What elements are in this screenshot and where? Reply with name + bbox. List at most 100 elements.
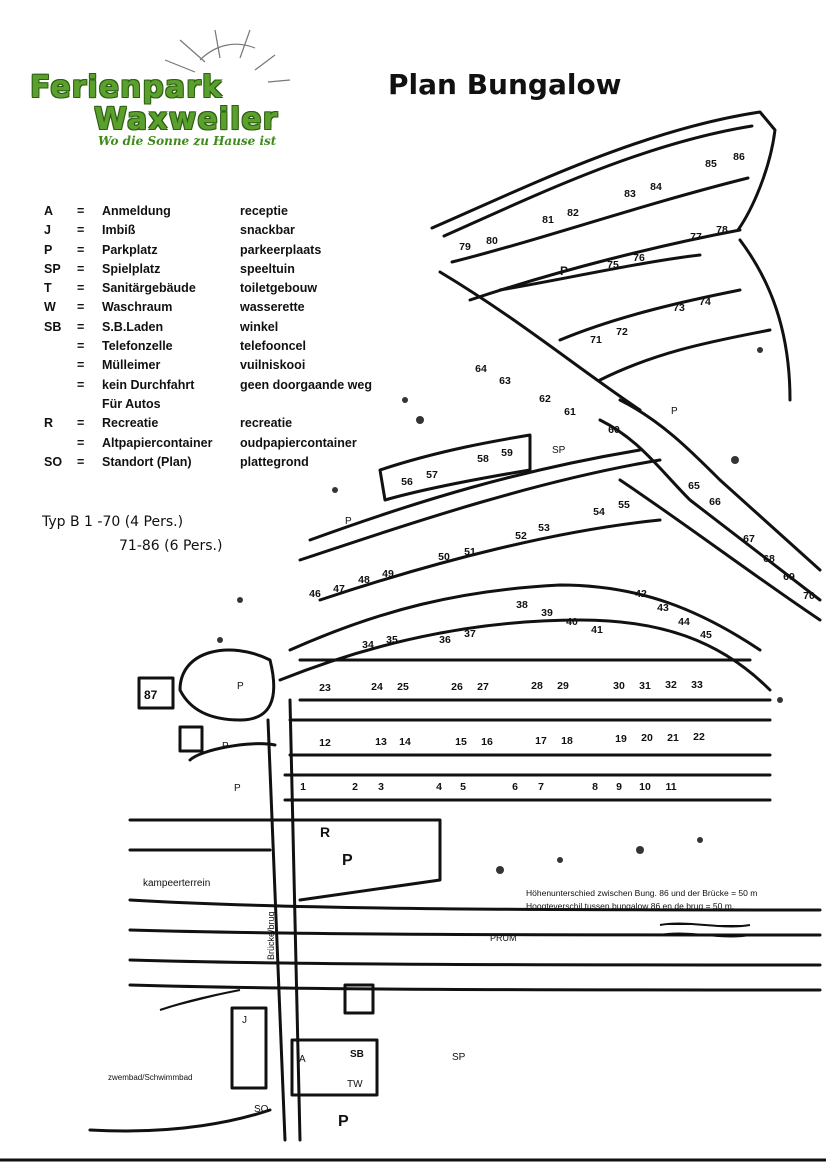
bungalow-number: 74 (699, 296, 711, 308)
bungalow-number: 47 (333, 583, 345, 595)
legend-code: R (44, 416, 54, 431)
legend-equals: = (77, 242, 85, 257)
bungalow-number: 83 (624, 188, 636, 200)
bungalow-number: 49 (382, 568, 394, 580)
bungalow-number: 27 (477, 681, 489, 693)
parking-label: P (671, 406, 678, 417)
bungalow-number: 58 (477, 453, 489, 465)
parking-label: P (237, 681, 244, 692)
bungalow-number: 72 (616, 326, 628, 338)
bungalow-number: 78 (716, 224, 728, 236)
bungalow-number: 63 (499, 375, 511, 387)
height-note-nl: Hoogteverschil tussen bungalow 86 en de … (526, 901, 735, 911)
bungalow-number: 8 (592, 781, 598, 793)
bungalow-number: 15 (455, 736, 467, 748)
bungalow-number: 20 (641, 732, 653, 744)
legend-dutch: geen doorgaande weg (240, 377, 372, 392)
bungalow-number: 2 (352, 781, 358, 793)
bungalow-number: 67 (743, 533, 755, 545)
legend-code: SO (44, 454, 63, 469)
legend-code: T (44, 281, 52, 296)
bungalow-number: 81 (542, 214, 554, 226)
legend-german: Recreatie (102, 416, 159, 431)
bungalow-types-line2: 71-86 (6 Pers.) (119, 538, 223, 554)
bungalow-number: 40 (566, 616, 578, 628)
bungalow-number: 10 (639, 781, 651, 793)
legend-german: Standort (Plan) (102, 454, 192, 469)
bungalow-number: 42 (635, 588, 647, 600)
bungalow-number: 32 (665, 679, 677, 691)
map-location-label: SO (254, 1104, 269, 1115)
bungalow-number: 28 (531, 680, 543, 692)
park-logo: Ferienpark Waxweiler Wo die Sonne zu Hau… (30, 30, 300, 155)
camping-label: kampeerterrein (143, 878, 211, 889)
legend-equals: = (77, 281, 85, 296)
bungalow-number: 45 (700, 629, 712, 641)
bungalow-number: 9 (616, 781, 622, 793)
bungalow-number: 44 (678, 616, 690, 628)
bungalow-number: 7 (538, 781, 544, 793)
bungalow-number: 19 (615, 733, 627, 745)
legend-code: A (44, 204, 54, 218)
legend-dutch: snackbar (240, 223, 295, 238)
legend-dutch: recreatie (240, 416, 293, 431)
legend-code: P (44, 242, 53, 257)
height-note-de: Höhenunterschied zwischen Bung. 86 und d… (526, 888, 758, 898)
bungalow-number: 52 (515, 530, 527, 542)
parking-label: P (345, 516, 352, 527)
swimming-pool-label: zwembad/Schwimmbad (108, 1073, 193, 1082)
bungalow-number: 56 (401, 476, 413, 488)
bungalow-number: 77 (690, 231, 702, 243)
bungalow-number: 41 (591, 624, 603, 636)
legend-code: W (44, 300, 56, 315)
bungalow-number: 85 (705, 158, 717, 170)
bungalow-number: 70 (803, 590, 815, 602)
bungalow-number: 36 (439, 634, 451, 646)
legend-code: SP (44, 261, 61, 276)
bungalow-number: 1 (300, 781, 306, 793)
legend-dutch: speeltuin (240, 261, 295, 276)
logo-tagline: Wo die Sonne zu Hause ist (98, 134, 277, 148)
recreation-label: R (320, 824, 331, 840)
bungalow-number: 59 (501, 447, 513, 459)
bungalow-number: 39 (541, 607, 553, 619)
legend-german: Spielplatz (102, 261, 161, 276)
legend-equals: = (77, 300, 85, 315)
legend-dutch: winkel (240, 319, 279, 334)
bungalow-number: 71 (590, 334, 602, 346)
bungalow-number: 14 (399, 736, 411, 748)
bungalow-number: 13 (375, 736, 387, 748)
bungalow-number: 65 (688, 480, 700, 492)
legend-equals: = (77, 204, 85, 218)
bungalow-number: 51 (464, 546, 476, 558)
parking-label: P (234, 783, 241, 794)
bungalow-number: 3 (378, 781, 384, 793)
bungalow-number: 43 (657, 602, 669, 614)
legend-german: Imbiß (102, 223, 136, 238)
bungalow-number: 29 (557, 680, 569, 692)
bungalow-number: 86 (733, 151, 745, 163)
bungalow-number: 54 (593, 506, 605, 518)
bungalow-number: 38 (516, 599, 528, 611)
legend-equals: = (77, 261, 85, 276)
bungalow-number: 55 (618, 499, 630, 511)
legend-german: Mülleimer (102, 358, 161, 373)
bungalow-number: 68 (763, 553, 775, 565)
bungalow-number: 62 (539, 393, 551, 405)
bungalow-number: 26 (451, 681, 463, 693)
legend-dutch: parkeerplaats (240, 242, 322, 257)
legend-equals: = (77, 339, 85, 354)
bungalow-number: 30 (613, 680, 625, 692)
bungalow-number: 4 (436, 781, 442, 793)
bungalow-number: 46 (309, 588, 321, 600)
legend-dutch: plattegrond (240, 454, 309, 469)
legend-code: J (44, 223, 51, 238)
bungalow-number: 84 (650, 181, 662, 193)
bungalow-number: 57 (426, 469, 438, 481)
legend-equals: = (77, 435, 85, 450)
bungalow-number: 5 (460, 781, 466, 793)
bungalow-number: 79 (459, 241, 471, 253)
bungalow-number: 37 (464, 628, 476, 640)
legend-german: Altpapiercontainer (102, 435, 213, 450)
